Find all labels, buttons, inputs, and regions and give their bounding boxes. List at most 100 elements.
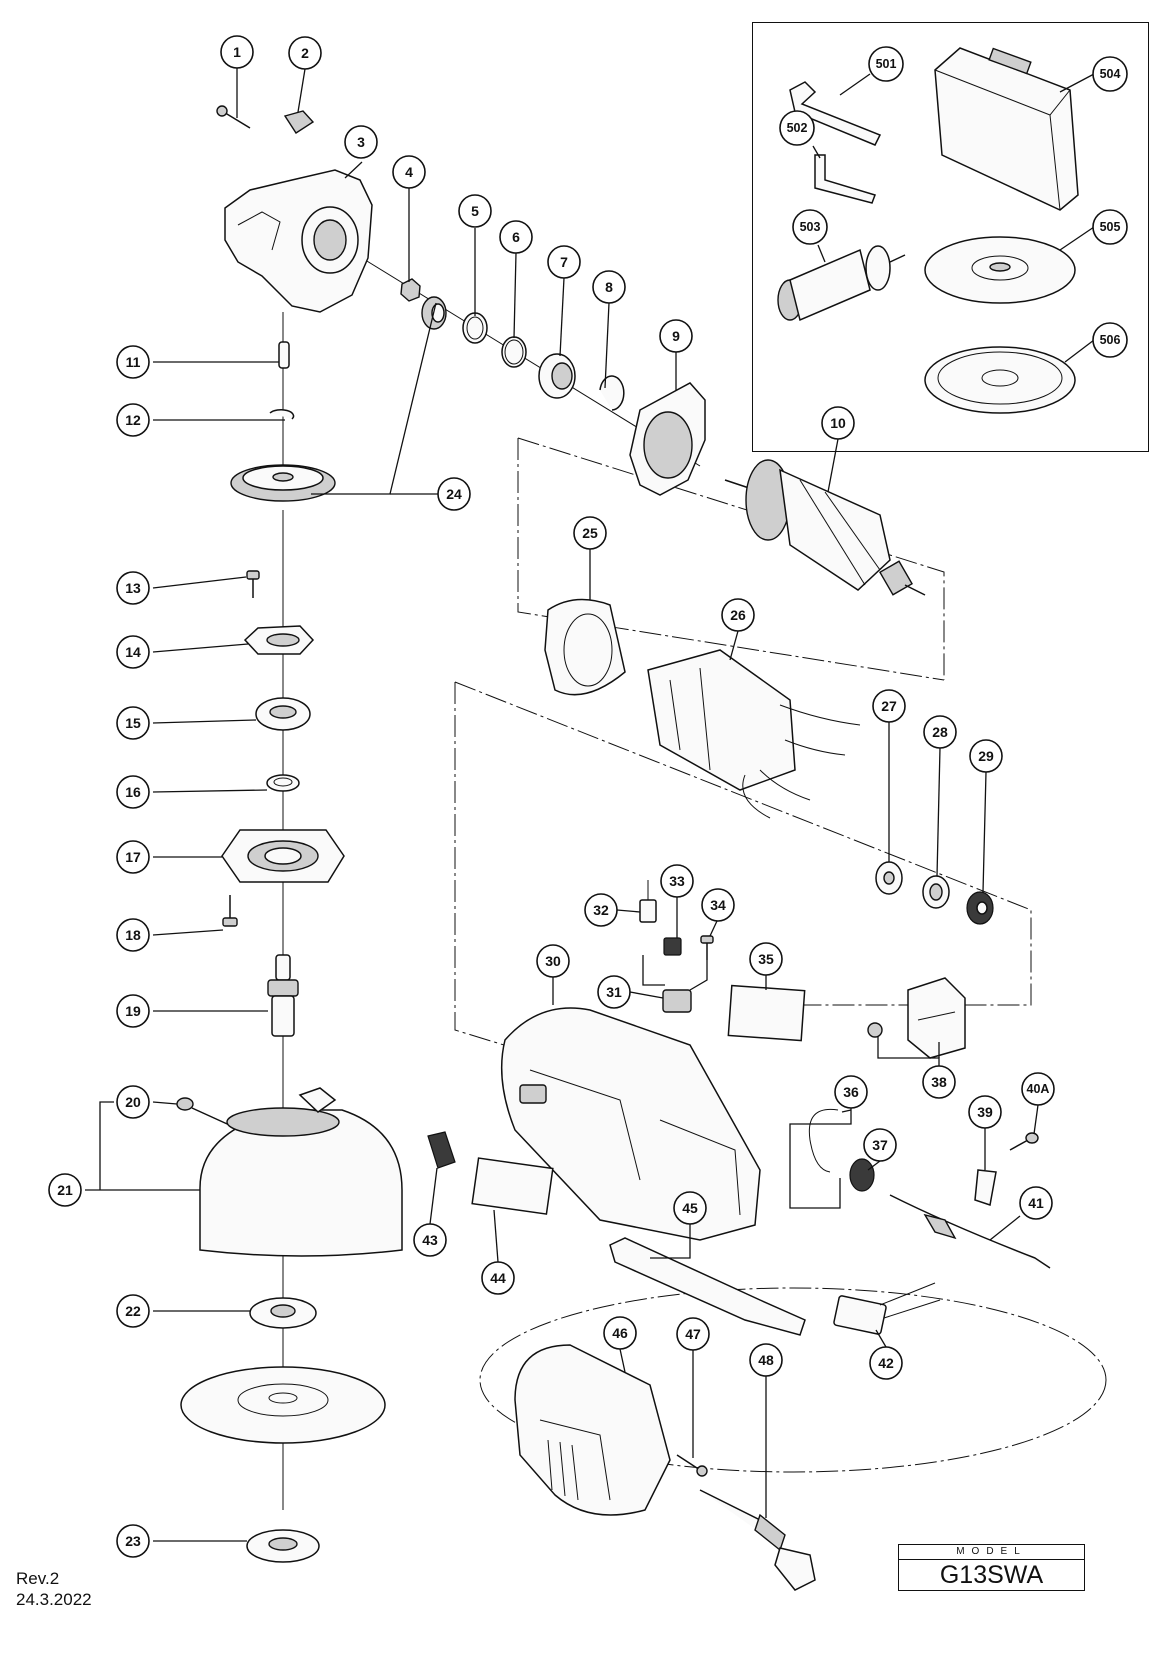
part-36-internal-wire: [808, 1108, 839, 1173]
svg-text:5: 5: [471, 203, 479, 219]
part-19-spindle: [267, 954, 299, 1037]
callout-33: 33: [660, 864, 694, 898]
svg-text:29: 29: [978, 748, 994, 764]
part-46-tail-cover: [514, 1344, 671, 1516]
part-40A-screw: [1009, 1132, 1039, 1151]
svg-text:48: 48: [758, 1352, 774, 1368]
callout-506: 506: [1092, 322, 1128, 358]
part-503-side-handle: [777, 245, 906, 322]
part-18-screw: [222, 895, 238, 927]
callout-34: 34: [701, 888, 735, 922]
svg-text:502: 502: [787, 121, 808, 135]
svg-text:41: 41: [1028, 1195, 1044, 1211]
svg-text:6: 6: [512, 229, 520, 245]
part-30-housing: [500, 1007, 761, 1241]
callout-14: 14: [116, 635, 150, 669]
callout-11: 11: [116, 345, 150, 379]
svg-text:17: 17: [125, 849, 141, 865]
svg-text:12: 12: [125, 412, 141, 428]
part-28-ball-bearing: [922, 875, 950, 909]
svg-text:45: 45: [682, 1200, 698, 1216]
svg-text:43: 43: [422, 1232, 438, 1248]
leader-lines: [85, 67, 1095, 1542]
svg-text:1: 1: [233, 44, 241, 60]
callout-3: 3: [344, 125, 378, 159]
svg-text:30: 30: [545, 953, 561, 969]
svg-text:2: 2: [301, 45, 309, 61]
revision-info: Rev.2 24.3.2022: [16, 1568, 92, 1610]
callout-28: 28: [923, 715, 957, 749]
part-505-grinding-wheel: [924, 236, 1076, 304]
part-48-cord-with-plug: [699, 1489, 816, 1591]
svg-text:25: 25: [582, 525, 598, 541]
part-504-carrying-case: [934, 47, 1079, 211]
part-grinding-wheel: [180, 1366, 386, 1444]
callout-1: 1: [220, 35, 254, 69]
part-42-noise-suppressor: [833, 1282, 941, 1335]
callout-32: 32: [584, 893, 618, 927]
part-26-stator: [647, 649, 861, 819]
callout-44: 44: [481, 1261, 515, 1295]
callout-26: 26: [721, 598, 755, 632]
model-label: MODEL: [899, 1545, 1084, 1560]
svg-text:18: 18: [125, 927, 141, 943]
part-32-carbon-brush: [639, 880, 657, 923]
part-37-cord-armor: [849, 1158, 875, 1192]
callout-501: 501: [868, 46, 904, 82]
callout-24: 24: [437, 477, 471, 511]
callout-25: 25: [573, 516, 607, 550]
part-34-screw: [700, 935, 714, 960]
svg-text:20: 20: [125, 1094, 141, 1110]
callout-22: 22: [116, 1294, 150, 1328]
model-number: G13SWA: [939, 1561, 1044, 1589]
part-39-cord-clip: [974, 1169, 997, 1206]
callout-8: 8: [592, 270, 626, 304]
part-41-cord: [889, 1194, 1051, 1269]
callout-47: 47: [676, 1317, 710, 1351]
part-502-hex-key: [814, 154, 876, 204]
svg-text:46: 46: [612, 1325, 628, 1341]
svg-text:14: 14: [125, 644, 141, 660]
svg-text:26: 26: [730, 607, 746, 623]
part-506-diamond-wheel: [924, 346, 1076, 414]
callout-46: 46: [603, 1316, 637, 1350]
callout-42: 42: [869, 1346, 903, 1380]
svg-text:27: 27: [881, 698, 897, 714]
svg-text:505: 505: [1100, 220, 1121, 234]
part-11-pin: [278, 341, 290, 369]
part-17-packing-gland: [221, 829, 345, 883]
callout-6: 6: [499, 220, 533, 254]
revision-number: Rev.2: [16, 1569, 60, 1588]
callout-29: 29: [969, 739, 1003, 773]
svg-text:42: 42: [878, 1355, 894, 1371]
accessory-frame: [752, 22, 1149, 452]
part-38-switch: [867, 977, 966, 1059]
svg-text:19: 19: [125, 1003, 141, 1019]
svg-text:31: 31: [606, 984, 622, 1000]
svg-text:503: 503: [800, 220, 821, 234]
callout-48: 48: [749, 1343, 783, 1377]
svg-text:506: 506: [1100, 333, 1121, 347]
callout-10: 10: [821, 406, 855, 440]
svg-text:32: 32: [593, 902, 609, 918]
callout-5: 5: [458, 194, 492, 228]
callout-502: 502: [779, 110, 815, 146]
svg-text:21: 21: [57, 1182, 73, 1198]
callout-36: 36: [834, 1075, 868, 1109]
part-1-screw: [216, 105, 251, 129]
callout-45: 45: [673, 1191, 707, 1225]
callout-31: 31: [597, 975, 631, 1009]
callout-16: 16: [116, 775, 150, 809]
part-2-nut-plate: [283, 110, 315, 134]
svg-text:44: 44: [490, 1270, 506, 1286]
callout-38: 38: [922, 1065, 956, 1099]
part-9-fan-guide: [629, 382, 706, 496]
svg-text:13: 13: [125, 580, 141, 596]
svg-text:8: 8: [605, 279, 613, 295]
part-29-rubber-bushing: [966, 891, 994, 925]
callout-20: 20: [116, 1085, 150, 1119]
part-33-brush-block: [663, 937, 682, 956]
callout-505: 505: [1092, 209, 1128, 245]
svg-text:22: 22: [125, 1303, 141, 1319]
part-6-ring: [501, 336, 527, 368]
